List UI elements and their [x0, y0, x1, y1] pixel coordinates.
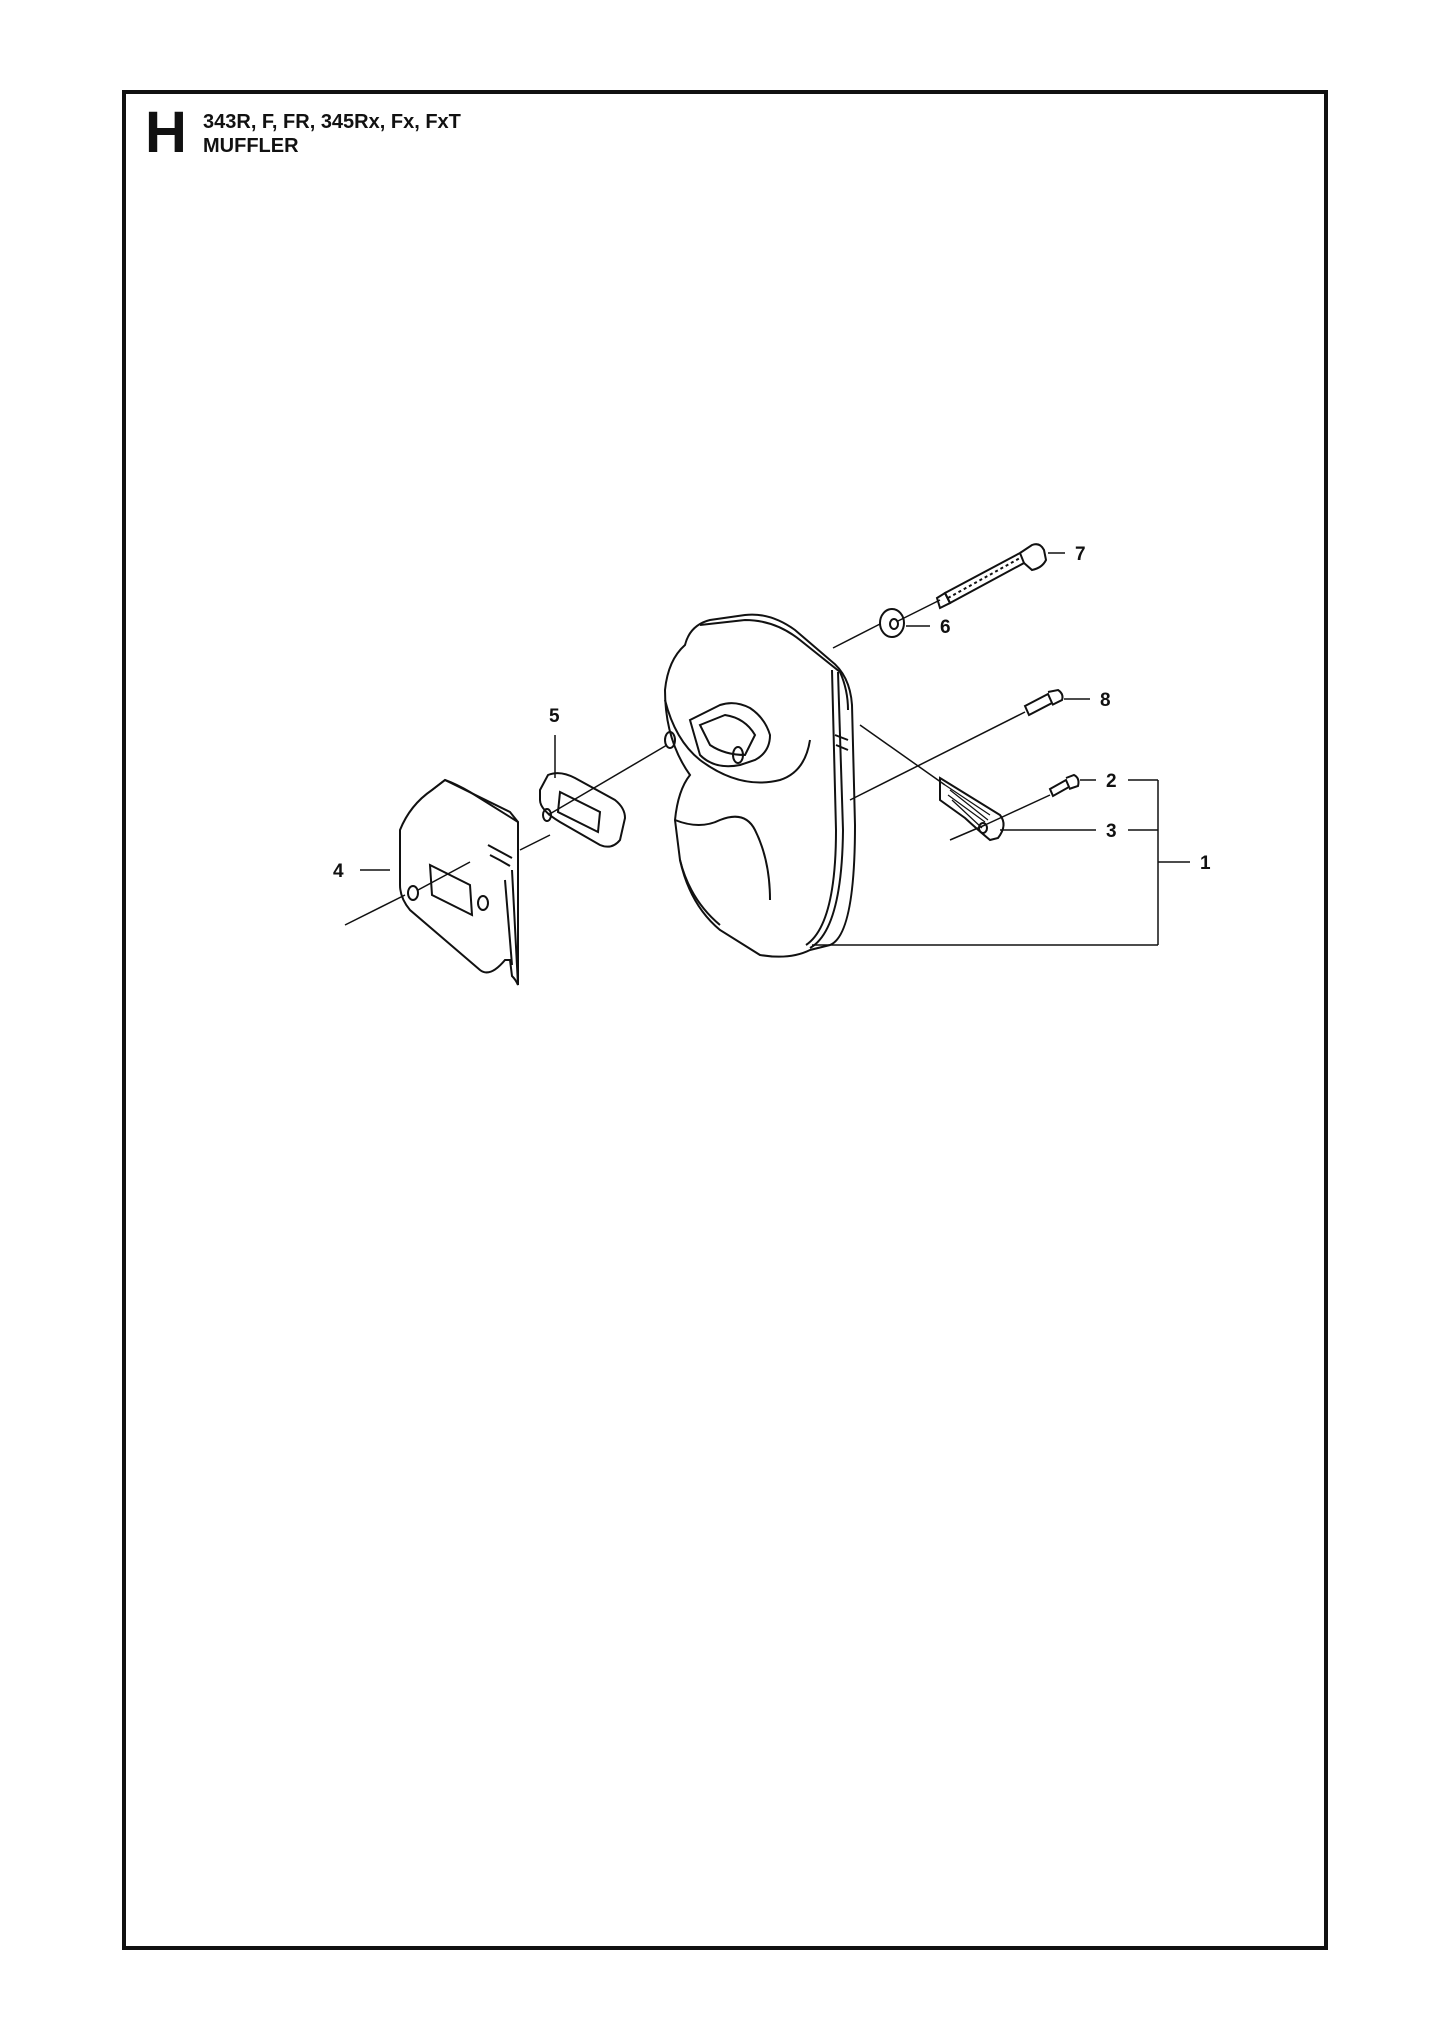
- section-letter: H: [145, 100, 187, 165]
- page-title: MUFFLER: [203, 135, 299, 157]
- callout-labels: 7 6 8 5 2 3 1 4: [333, 544, 1211, 882]
- callout-8: 8: [1100, 690, 1111, 711]
- bolt-part-8: [1023, 688, 1064, 717]
- long-bolt-part-7: [935, 543, 1048, 610]
- callout-5: 5: [549, 706, 560, 727]
- gasket-part-5: [539, 772, 627, 848]
- muffler-body-part-1: [663, 613, 857, 958]
- callout-4: 4: [333, 861, 344, 882]
- callout-1: 1: [1200, 853, 1211, 874]
- callout-3: 3: [1106, 821, 1117, 842]
- callout-6: 6: [940, 617, 951, 638]
- leader-lines: [344, 552, 1190, 946]
- heat-shield-part-4: [399, 778, 519, 986]
- title-block: 343R, F, FR, 345Rx, Fx, FxT MUFFLER: [203, 110, 461, 158]
- callout-7: 7: [1075, 544, 1086, 565]
- page-frame: [122, 90, 1328, 1950]
- screw-part-2: [1048, 773, 1080, 798]
- callout-2: 2: [1106, 771, 1117, 792]
- model-list: 343R, F, FR, 345Rx, Fx, FxT: [203, 111, 461, 133]
- washer-part-6: [879, 608, 905, 638]
